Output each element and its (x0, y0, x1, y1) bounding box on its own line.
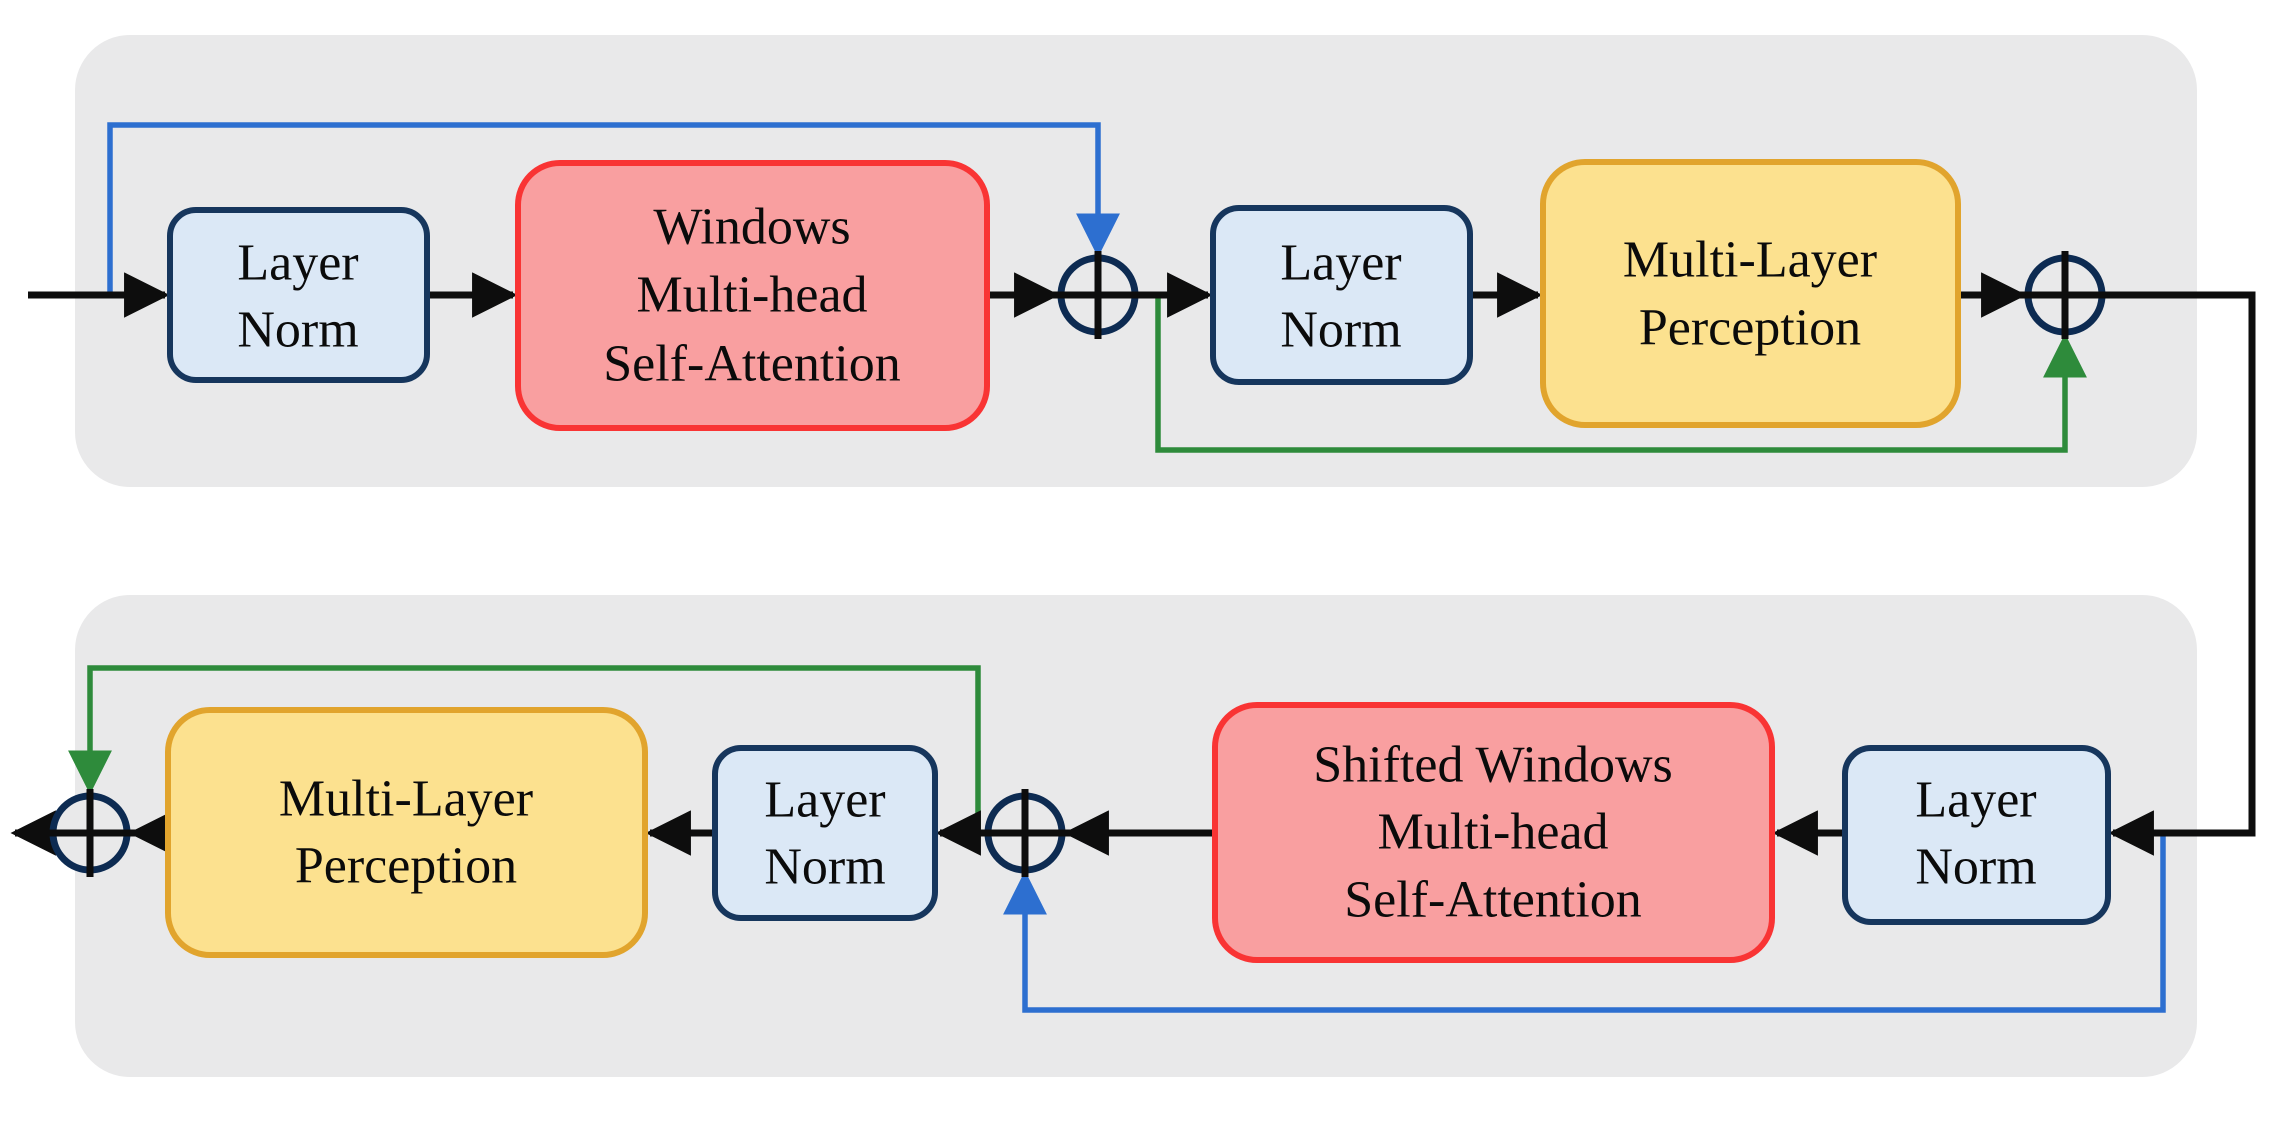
block1-windows-msa-box (515, 160, 990, 431)
block1-mlp-label-line2: Perception (1639, 300, 1861, 357)
block1-windows-msa-label-line3: Self-Attention (603, 336, 901, 393)
block1-layer-norm-2-box (1210, 205, 1473, 385)
block2-shifted-windows-msa-box (1212, 702, 1775, 963)
block2-shifted-windows-msa-label-line2: Multi-head (1377, 804, 1608, 861)
block2-mlp-box (165, 707, 648, 958)
block1-residual-skip-green (1155, 295, 2087, 453)
block1-layer-norm-2-label-line2: Norm (1280, 302, 1401, 359)
block2-layer-norm-2-box (712, 745, 938, 921)
block2-layer-norm-2-label-line1: Layer (764, 772, 885, 829)
arrow-block1-to-block2 (2103, 291, 2256, 856)
block2-mlp-label-line2: Perception (295, 838, 517, 895)
block2-layer-norm-1-label-line1: Layer (1915, 772, 2036, 829)
add4-plus-icon (46, 789, 134, 877)
block1-layer-norm-1-label-line1: Layer (237, 235, 358, 292)
block2-add-junction-1 (981, 789, 1069, 877)
block2-layer-norm-1-box (1842, 745, 2111, 925)
block1-mlp-label-line1: Multi-Layer (1623, 232, 1877, 289)
block2-layer-norm-1-label-line2: Norm (1915, 839, 2036, 896)
block1-add-junction-2 (2021, 251, 2109, 339)
block1-windows-msa-label-line2: Multi-head (636, 267, 867, 324)
block2-layer-norm-2-label-line2: Norm (764, 839, 885, 896)
block2-residual-skip-blue (1003, 833, 2166, 1013)
add1-plus-icon (1054, 251, 1142, 339)
block1-layer-norm-1-label-line2: Norm (237, 302, 358, 359)
add3-plus-icon (981, 789, 1069, 877)
block1-residual-skip-blue (107, 122, 1120, 295)
block2-shifted-windows-msa-label-line1: Shifted Windows (1313, 737, 1673, 794)
block1-windows-msa-label-line1: Windows (653, 199, 850, 256)
block1-layer-norm-2-label-line1: Layer (1280, 235, 1401, 292)
block2-shifted-windows-msa-label-line3: Self-Attention (1344, 872, 1642, 929)
block2-mlp-label-line1: Multi-Layer (279, 771, 533, 828)
block1-layer-norm-1-box (167, 207, 430, 383)
block1-mlp-box (1540, 159, 1961, 428)
block2-add-junction-2 (46, 789, 134, 877)
block2-residual-skip-green (68, 665, 981, 833)
block1-add-junction-1 (1054, 251, 1142, 339)
add2-plus-icon (2021, 251, 2109, 339)
